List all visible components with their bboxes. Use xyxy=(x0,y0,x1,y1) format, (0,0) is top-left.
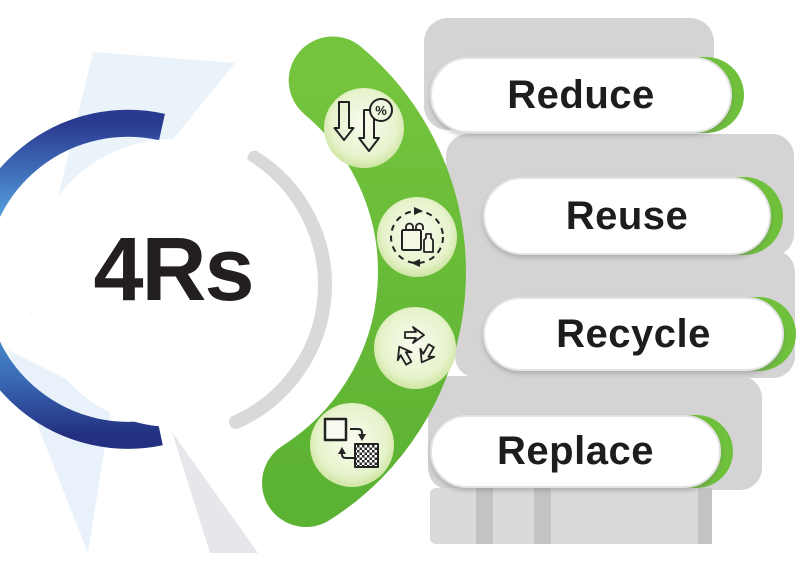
pill-recycle[interactable]: Recycle xyxy=(483,297,796,371)
recycle-arrows-icon xyxy=(396,326,436,366)
replace-swap-squares-icon xyxy=(323,417,379,468)
pill-reuse[interactable]: Reuse xyxy=(483,177,783,255)
badge-circle xyxy=(310,403,394,487)
pill-label-recycle: Recycle xyxy=(556,311,711,356)
pill-face xyxy=(483,177,771,255)
pill-face xyxy=(483,297,784,371)
badge-reduce: % xyxy=(324,88,404,168)
hub-circle xyxy=(29,139,317,427)
badge-reuse xyxy=(377,197,457,277)
pill-face xyxy=(430,415,721,488)
pill-label-reuse: Reuse xyxy=(565,193,689,238)
pill-label-reduce: Reduce xyxy=(507,72,655,117)
hub-circle-shadow xyxy=(229,150,332,429)
badge-replace xyxy=(310,403,394,487)
badge-circle xyxy=(374,307,456,389)
gray-stripe-2 xyxy=(534,488,551,544)
hub-title: 4Rs xyxy=(93,220,254,320)
gray-stripe-3 xyxy=(698,488,712,544)
pill-label-replace: Replace xyxy=(497,429,654,473)
badge-recycle xyxy=(374,307,456,389)
wisp-circle-tail xyxy=(172,432,258,553)
reuse-bag-bottle-cycle-icon xyxy=(390,207,444,267)
pill-reduce[interactable]: Reduce xyxy=(430,57,744,133)
pill-face xyxy=(430,57,732,133)
reduce-percent-down-arrows-icon: % xyxy=(333,98,393,152)
percent-symbol: % xyxy=(375,103,387,118)
gray-stripe-1 xyxy=(476,488,493,544)
blue-arc xyxy=(0,109,165,449)
pill-replace[interactable]: Replace xyxy=(430,415,733,488)
gray-panel-bottom xyxy=(430,488,710,544)
